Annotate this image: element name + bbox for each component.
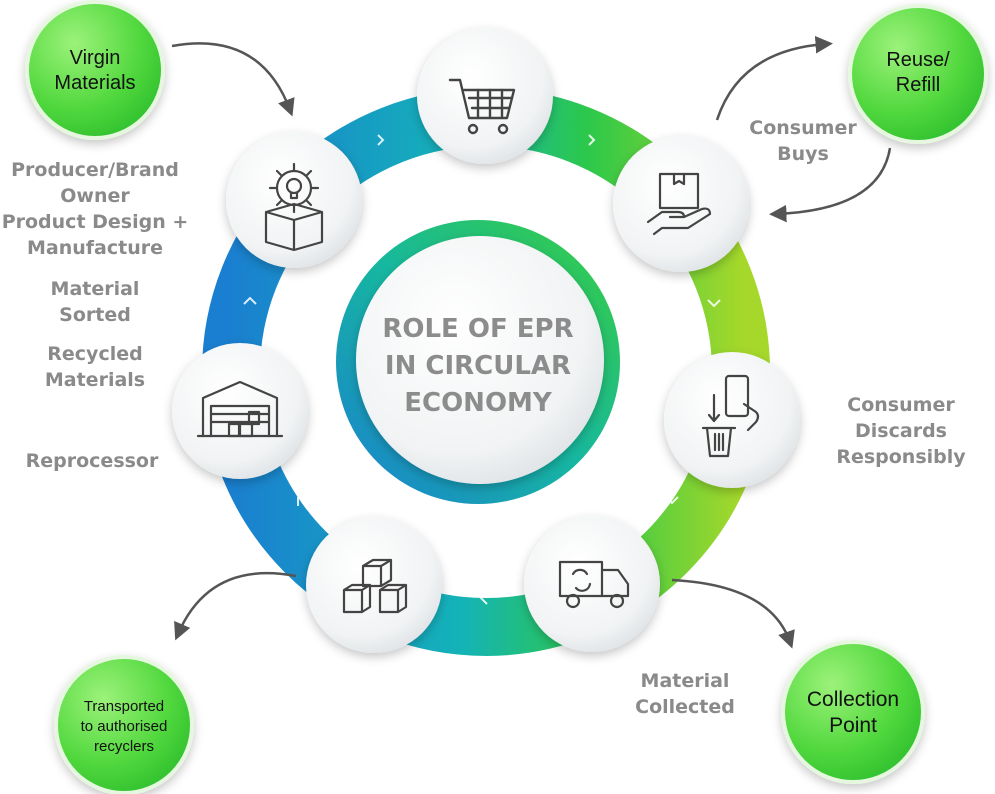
arrow-reuse-to-buys bbox=[769, 147, 892, 223]
virgin-line2: Materials bbox=[54, 72, 136, 94]
boxes-icon bbox=[342, 558, 408, 614]
discards-line3: Responsibly bbox=[836, 446, 966, 468]
gear-bulb-box-icon bbox=[264, 162, 324, 252]
phone-bin-icon bbox=[701, 374, 760, 458]
reprocessor-label: Reprocessor bbox=[12, 448, 172, 474]
collected-line1: Material bbox=[640, 670, 730, 692]
collection-line2: Point bbox=[829, 714, 877, 737]
node-gear-box bbox=[226, 132, 362, 268]
discards-line1: Consumer bbox=[847, 394, 955, 416]
sorted-line2: Sorted bbox=[59, 304, 131, 326]
collected-line2: Collected bbox=[635, 696, 735, 718]
reuse-line2: Refill bbox=[895, 74, 941, 96]
buys-line2: Buys bbox=[777, 143, 829, 165]
consumer-buys-label: Consumer Buys bbox=[738, 115, 868, 167]
node-warehouse bbox=[172, 343, 308, 479]
material-collected-label: Material Collected bbox=[615, 668, 755, 720]
ring-chevrons bbox=[243, 134, 721, 605]
transported-line3: recyclers bbox=[93, 738, 154, 755]
bubble-transported bbox=[54, 655, 194, 794]
center-title: ROLE OF EPR IN CIRCULAR ECONOMY bbox=[353, 311, 603, 422]
recycled-line1: Recycled bbox=[47, 343, 143, 365]
virgin-line1: Virgin bbox=[69, 47, 121, 69]
center-title-line2: IN CIRCULAR bbox=[384, 351, 572, 381]
discards-line2: Discards bbox=[855, 420, 947, 442]
recycled-line2: Materials bbox=[44, 369, 146, 391]
transported-line1: Transported bbox=[83, 698, 165, 715]
hand-box-icon bbox=[646, 172, 712, 236]
node-phone-bin bbox=[664, 352, 800, 488]
consumer-discards-label: Consumer Discards Responsibly bbox=[826, 392, 976, 470]
node-hand-box bbox=[613, 136, 749, 272]
truck-recycle-icon bbox=[558, 560, 630, 609]
warehouse-icon bbox=[196, 380, 284, 438]
buys-line1: Consumer bbox=[749, 117, 857, 139]
node-cart bbox=[417, 28, 553, 164]
transported-label: Transported to authorised recyclers bbox=[56, 697, 192, 757]
center-title-line1: ROLE OF EPR bbox=[382, 314, 574, 344]
center-title-line3: ECONOMY bbox=[404, 388, 552, 418]
producer-line4: Manufacture bbox=[27, 237, 163, 259]
reuse-refill-label: Reuse/ Refill bbox=[850, 48, 986, 98]
node-boxes bbox=[306, 517, 442, 653]
virgin-materials-label: Virgin Materials bbox=[27, 46, 163, 96]
producer-line3: Product Design + bbox=[1, 211, 189, 233]
producer-label: Producer/Brand Owner Product Design + Ma… bbox=[0, 157, 190, 261]
bubble-reuse bbox=[848, 4, 988, 144]
bubble-collection bbox=[781, 640, 925, 784]
transported-line2: to authorised bbox=[80, 718, 168, 735]
center-disc bbox=[356, 236, 604, 484]
reuse-line1: Reuse/ bbox=[886, 49, 950, 71]
material-sorted-label: Material Sorted bbox=[20, 276, 170, 328]
recycled-materials-label: Recycled Materials bbox=[20, 341, 170, 393]
collection-point-label: Collection Point bbox=[783, 687, 923, 739]
producer-line1: Producer/Brand bbox=[11, 159, 179, 181]
arrow-truck-to-collection bbox=[671, 578, 795, 649]
collection-line1: Collection bbox=[806, 688, 900, 711]
sorted-line1: Material bbox=[50, 278, 140, 300]
shopping-cart-icon bbox=[448, 78, 516, 135]
node-truck bbox=[524, 516, 660, 652]
arrow-buys-to-reuse bbox=[715, 36, 833, 121]
bubble-virgin bbox=[25, 0, 165, 140]
reprocessor-line: Reprocessor bbox=[25, 450, 159, 472]
arrow-boxes-to-transported bbox=[174, 571, 297, 641]
arrow-virgin-to-producer bbox=[171, 42, 295, 117]
producer-line2: Owner bbox=[60, 185, 130, 207]
connector-arrows bbox=[171, 36, 892, 649]
